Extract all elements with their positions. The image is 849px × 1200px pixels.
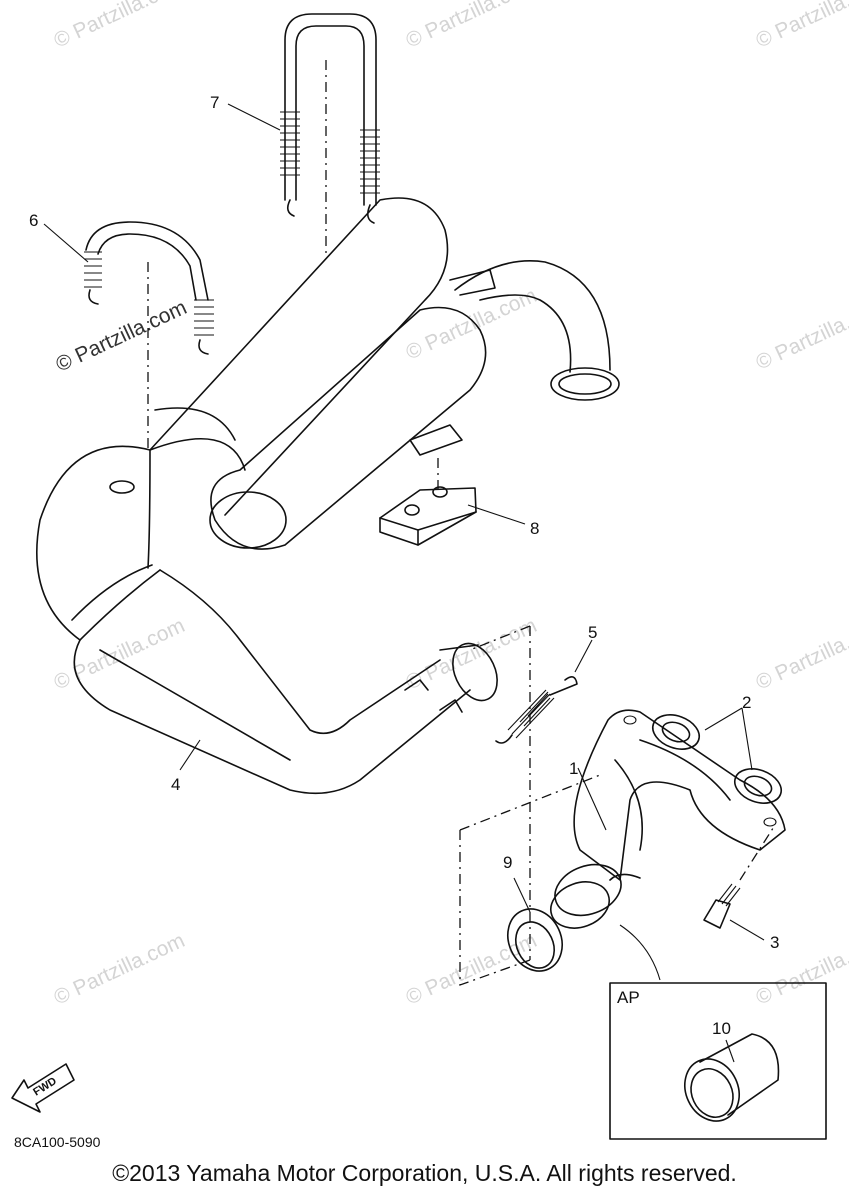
spring-right	[360, 129, 380, 194]
callout-7: 7	[210, 93, 219, 112]
watermark-dark: © Partzilla.com	[52, 296, 190, 377]
diagram-reference: 8CA100-5090	[14, 1134, 101, 1150]
watermark-layer: © Partzilla.com © Partzilla.com © Partzi…	[50, 0, 849, 1010]
part-10-plug	[684, 1033, 780, 1122]
callout-5: 5	[588, 623, 597, 642]
watermark-2: © Partzilla.com	[402, 0, 540, 53]
watermark-5: © Partzilla.com	[752, 294, 849, 375]
callout-3: 3	[770, 933, 779, 952]
part-9-gasket	[507, 908, 563, 972]
inset-label: AP	[617, 988, 640, 1007]
fwd-label: FWD	[31, 1075, 59, 1098]
watermark-1: © Partzilla.com	[50, 0, 188, 53]
callout-8: 8	[530, 519, 539, 538]
leader-lines	[43, 103, 765, 981]
watermark-3: © Partzilla.com	[752, 0, 849, 53]
callout-9: 9	[503, 853, 512, 872]
callout-10: 10	[712, 1019, 731, 1038]
assembly-guide-lines	[459, 625, 601, 986]
spring-left	[280, 111, 300, 176]
callout-1: 1	[569, 759, 578, 778]
watermark-10: © Partzilla.com	[402, 929, 540, 1010]
watermark-11: © Partzilla.com	[752, 929, 849, 1010]
part-7-hanger-springs	[280, 13, 380, 258]
watermark-9: © Partzilla.com	[50, 929, 188, 1010]
part-2-gaskets	[651, 714, 783, 804]
watermark-4: © Partzilla.com	[402, 284, 540, 365]
part-4-muffler	[36, 197, 620, 795]
inset-frame	[609, 982, 827, 1140]
part-5-spring	[495, 626, 578, 960]
inset-ap: AP 10	[609, 982, 827, 1140]
callout-6: 6	[29, 211, 38, 230]
callout-2: 2	[742, 693, 751, 712]
part-1-manifold	[550, 709, 786, 929]
copyright-notice: ©2013 Yamaha Motor Corporation, U.S.A. A…	[112, 1160, 737, 1186]
watermark-7: © Partzilla.com	[402, 614, 540, 695]
fwd-arrow-icon: FWD	[11, 1063, 75, 1113]
part-8-damper	[379, 486, 477, 546]
part-6-hanger-springs	[84, 221, 214, 448]
watermark-8: © Partzilla.com	[752, 614, 849, 695]
watermark-6: © Partzilla.com	[50, 614, 188, 695]
part-3-bolt	[703, 824, 776, 929]
callout-4: 4	[171, 775, 180, 794]
